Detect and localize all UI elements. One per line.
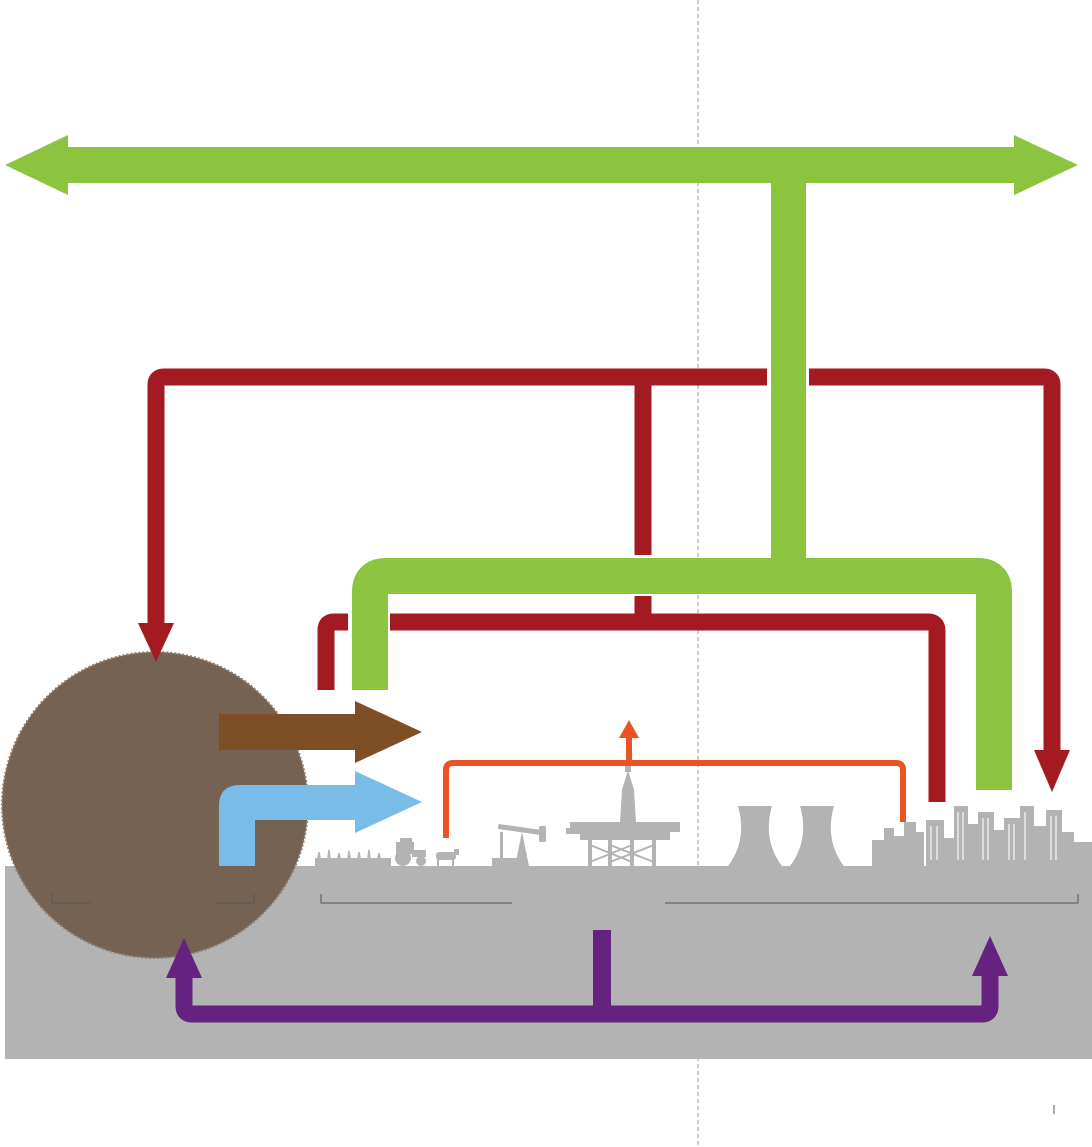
livestock-icon <box>436 849 459 866</box>
red-flow-network <box>147 368 1061 802</box>
red-flow-lower-left <box>317 613 348 690</box>
blue-flow <box>219 771 422 866</box>
red-arrowhead-circle <box>138 623 174 662</box>
green-flow-vertical <box>771 180 806 580</box>
purple-arrowhead-circle <box>166 938 202 978</box>
green-flow-network <box>5 135 1078 580</box>
farm-silhouette-icon <box>315 849 391 866</box>
orange-arrowhead-up <box>619 720 639 738</box>
brown-flow <box>219 701 422 763</box>
oil-pumpjack-icon <box>492 823 546 866</box>
purple-flow-stem <box>593 930 611 1014</box>
red-flow-top-left <box>147 368 767 625</box>
purple-flow <box>175 972 999 1023</box>
power-plant-cooling-towers-icon <box>728 806 844 866</box>
red-flow-lower-right <box>390 613 946 802</box>
purple-arrowhead-city <box>972 936 1008 976</box>
green-flow-lower-branch <box>352 558 1012 790</box>
green-arrowhead-left <box>5 135 68 195</box>
tractor-icon <box>395 838 426 866</box>
red-flow-top-right <box>809 368 1061 752</box>
ground-brackets <box>51 894 1079 904</box>
orange-flow-bracket <box>443 760 906 838</box>
green-arrowhead-right <box>1014 135 1078 195</box>
red-arrowhead-city <box>1034 750 1070 792</box>
orange-flow-stem <box>626 734 632 764</box>
green-flow-top-bar <box>60 147 1022 183</box>
city-skyline-icon <box>872 806 1092 866</box>
offshore-oil-rig-icon <box>566 764 680 866</box>
